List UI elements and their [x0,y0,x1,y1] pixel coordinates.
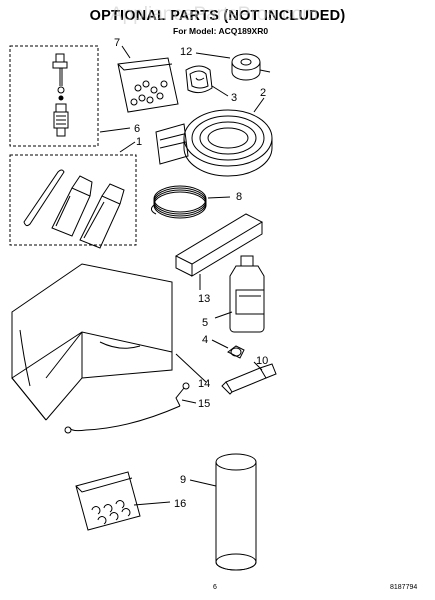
callout-14: 14 [198,378,210,390]
leader-12 [195,52,231,59]
leader-8 [207,196,231,199]
document-code: 8187794 [390,584,418,591]
leader-5 [214,311,233,319]
bottle-icon [229,255,265,333]
leader-4 [211,339,229,349]
gasket-roll-icon [185,65,213,94]
callout-15: 15 [198,398,210,410]
leader-10 [253,361,263,371]
callout-3: 3 [231,92,237,104]
callout-16: 16 [174,498,186,510]
coiled-wire-icon [150,185,207,219]
leader-14 [175,353,207,383]
callout-2: 2 [260,87,266,99]
leader-9 [189,479,217,487]
page-number: 6 [213,584,217,591]
clip-bag-icon [75,471,141,531]
callout-6: 6 [134,123,140,135]
callout-10: 10 [256,355,268,367]
leader-16 [133,501,171,506]
callout-12: 12 [180,46,192,58]
foam-roll-icon [155,109,273,177]
tape-roll-icon [231,53,271,81]
callout-5: 5 [202,317,208,329]
screw-bag-icon [117,57,179,113]
callout-7: 7 [114,37,120,49]
leader-15 [181,399,197,404]
rod-and-tubes-icon [23,169,125,249]
foam-bar-icon [174,213,264,277]
leader-2 [253,97,265,113]
model-subtitle: For Model: ACQ189XR0 [173,26,269,36]
dashed-box-part-1 [9,154,137,246]
callout-9: 9 [180,474,186,486]
valve-assembly-icon [52,53,69,137]
callout-13: 13 [198,293,210,305]
leader-1 [119,141,136,153]
leader-7 [121,45,131,59]
small-cap-icon [227,345,245,359]
tube-icon [221,363,277,395]
callout-1: 1 [136,136,142,148]
page-title: OPTIONAL PARTS (NOT INCLUDED) [89,8,346,24]
callout-8: 8 [236,191,242,203]
leader-3 [211,85,229,97]
watermark: AppliancePartsPros.com [110,4,318,25]
tie-cord-icon [64,382,190,434]
dashed-box-part-6 [9,45,99,147]
leader-6 [99,127,131,133]
cover-icon [11,263,173,421]
spray-can-icon [215,453,257,571]
callout-4: 4 [202,334,208,346]
